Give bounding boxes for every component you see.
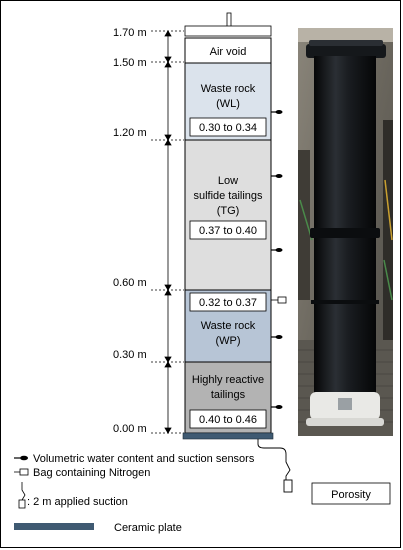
layer-rt-line1: Highly reactive (192, 374, 264, 386)
layer-waste-rock-wp: 0.32 to 0.37 Waste rock (WP) (184, 289, 272, 363)
legend-nitrogen-label: Bag containing Nitrogen (33, 467, 150, 479)
layer-tg-line1: Low (218, 175, 238, 187)
layer-wp-line1: Waste rock (201, 320, 256, 332)
sensor-icon (271, 405, 283, 409)
layer-waste-rock-wl: Waste rock (WL) 0.30 to 0.34 (184, 62, 272, 141)
level-label-1.50: 1.50 m (113, 57, 147, 69)
layer-tg-line3: (TG) (217, 205, 240, 217)
layer-wl-line2: (WL) (216, 98, 240, 110)
level-label-1.20: 1.20 m (113, 127, 147, 139)
sensor-icon (271, 174, 283, 178)
layer-rt-line2: tailings (211, 389, 246, 401)
legend-suction-icon (18, 482, 26, 509)
column-photo (298, 28, 393, 436)
legend-plate-icon (14, 523, 94, 530)
sensor-icons (271, 110, 287, 409)
sensor-icon (271, 110, 283, 114)
layer-air-void: Air void (184, 37, 272, 64)
layer-reactive-tailings: Highly reactive tailings 0.40 to 0.46 (184, 361, 272, 434)
dimension-arrows (164, 30, 172, 434)
layer-wl-line1: Waste rock (201, 83, 256, 95)
layer-wp-line2: (WP) (215, 335, 240, 347)
level-label-0.60: 0.60 m (113, 277, 147, 289)
level-label-1.70: 1.70 m (113, 27, 147, 39)
level-markers: 1.70 m 1.50 m 1.20 m 0.60 m 0.30 m 0.00 … (113, 27, 184, 435)
legend-nitrogen-bag-icon (14, 468, 29, 476)
nitrogen-bag-icon (271, 296, 287, 304)
layer-tg-line2: sulfide tailings (193, 190, 263, 202)
sensor-icon (271, 335, 283, 339)
porosity-tg: 0.37 to 0.40 (199, 225, 257, 237)
suction-tube-icon (257, 439, 293, 493)
legend-sensor-icon (14, 455, 28, 461)
legend-plate-label: Ceramic plate (114, 522, 182, 534)
level-label-0.30: 0.30 m (113, 349, 147, 361)
legend-suction-label: : 2 m applied suction (27, 496, 128, 508)
porosity-legend-box: Porosity (311, 482, 391, 505)
column-top-cap (184, 12, 272, 37)
porosity-rt: 0.40 to 0.46 (199, 414, 257, 426)
porosity-legend-label: Porosity (331, 489, 371, 501)
layer-tailings-tg: Low sulfide tailings (TG) 0.37 to 0.40 (184, 139, 272, 291)
porosity-wp: 0.32 to 0.37 (199, 297, 257, 309)
legend-sensors-label: Volumetric water content and suction sen… (33, 453, 255, 465)
layer-tailings-tg-fill (184, 139, 272, 291)
sensor-icon (271, 248, 283, 252)
legend: Volumetric water content and suction sen… (14, 453, 391, 534)
ceramic-plate (182, 432, 274, 440)
layer-air-void-label: Air void (210, 46, 247, 58)
level-label-0.00: 0.00 m (113, 423, 147, 435)
porosity-wl: 0.30 to 0.34 (199, 122, 257, 134)
